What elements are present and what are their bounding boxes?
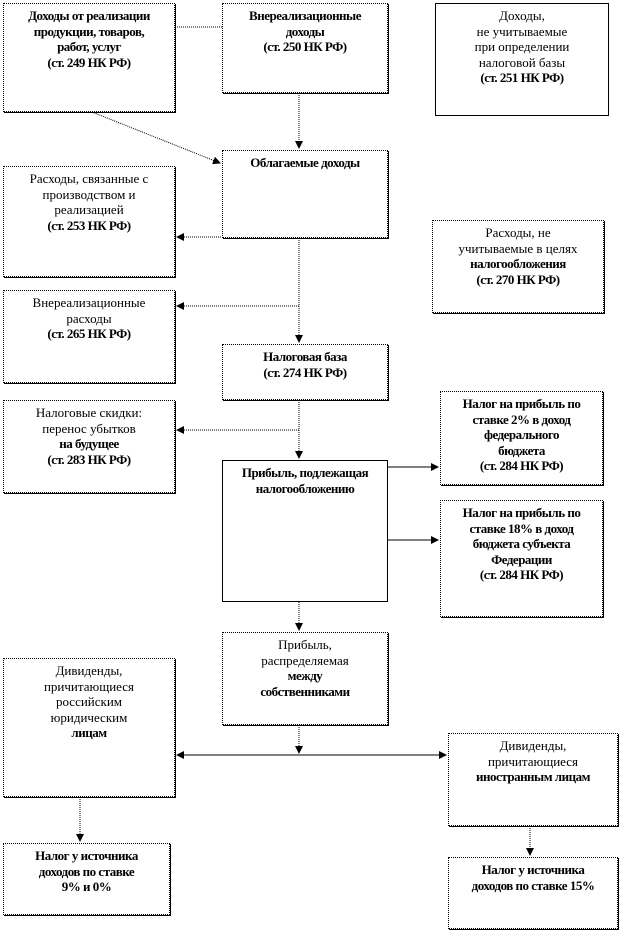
box-tax-18-percent: Налог на прибыль по ставке 18% в доход б… [440, 500, 603, 617]
box-nonsales-expenses: Внереализационные расходы (ст. 265 НК РФ… [3, 290, 175, 383]
box-distributed-profit: Прибыль, распределяемая между собственни… [222, 632, 388, 725]
text-line: Облагаемые доходы [250, 155, 360, 170]
box-tax-base: Налоговая база (ст. 274 НК РФ) [222, 344, 388, 400]
text-line: (ст. 249 НК РФ) [47, 54, 131, 70]
text-line: Налоговые скидки: [35, 405, 143, 420]
text-line: Дивиденды, [499, 738, 567, 753]
text-line: (ст. 251 НК РФ) [480, 70, 564, 85]
text-line: доходов по ставке 15% [471, 877, 595, 893]
text-line: собственниками [260, 683, 350, 699]
box-dividends-foreign: Дивиденды, причитающиеся иностранным лиц… [448, 733, 618, 826]
box-nonsales-income: Внереализационные доходы (ст. 250 НК РФ) [222, 3, 388, 93]
text-line: Налог на прибыль по [462, 505, 581, 520]
text-line: (ст. 284 НК РФ) [479, 458, 564, 473]
box-taxable-profit: Прибыль, подлежащая налогообложению [222, 460, 388, 602]
text-line: Федерации [491, 551, 552, 567]
text-line: налогообложения [470, 256, 566, 271]
text-line: причитающиеся [43, 678, 135, 694]
text-line: лицам [71, 725, 107, 740]
text-line: (ст. 283 НК РФ) [47, 451, 131, 467]
text-line: доходов по ставке [38, 863, 135, 879]
text-line: Доходы, [499, 8, 545, 23]
text-line: (ст. 270 НК РФ) [476, 271, 560, 287]
text-line: российским [55, 694, 123, 709]
box-dividends-russian: Дивиденды, причитающиеся российским юрид… [3, 658, 175, 797]
box-income-sales: Доходы от реализации продукции, товаров,… [3, 3, 175, 112]
text-line: юридическим [50, 709, 128, 725]
text-line: Внереализационные [32, 295, 146, 310]
box-tax-source-15: Налог у источника доходов по ставке 15% [448, 857, 618, 929]
box-tax-2-percent: Налог на прибыль по ставке 2% в доход фе… [440, 391, 603, 485]
text-line: бюджета субъекта [472, 536, 571, 551]
text-line: между [287, 668, 323, 683]
text-line: на будущее [59, 436, 119, 451]
text-line: (ст. 265 НК РФ) [47, 326, 131, 341]
text-line: Налог у источника [481, 862, 585, 877]
text-line: федерального [483, 427, 560, 442]
text-line: при определении [474, 39, 570, 54]
text-line: расходы [66, 310, 112, 326]
text-line: Расходы, не [485, 225, 551, 240]
text-line: налогообложению [255, 480, 355, 496]
text-line: (ст. 250 НК РФ) [263, 39, 347, 54]
box-excluded-income: Доходы, не учитываемые при определении н… [435, 3, 609, 116]
text-line: ставке 18% в доход [469, 520, 574, 536]
text-line: (ст. 253 НК РФ) [47, 217, 131, 233]
text-line: Прибыль, [278, 637, 332, 652]
text-line: доходы [285, 23, 325, 39]
text-line: распределяемая [261, 652, 349, 668]
box-excluded-expenses: Расходы, не учитываемые в целях налогооб… [432, 220, 604, 313]
text-line: Дивиденды, [55, 663, 123, 678]
box-taxable-income: Облагаемые доходы [222, 150, 388, 238]
box-tax-deductions: Налоговые скидки: перенос убытков на буд… [3, 400, 175, 493]
box-production-expenses: Расходы, связанные с производством и реа… [3, 166, 175, 277]
text-line: Расходы, связанные с [29, 171, 149, 186]
text-line: Налоговая база [263, 349, 347, 364]
text-line: причитающиеся [487, 753, 579, 769]
text-line: не учитываемые [476, 23, 568, 39]
text-line: перенос убытков [42, 420, 136, 436]
box-tax-source-9: Налог у источника доходов по ставке 9% и… [3, 843, 170, 915]
text-line: Доходы от реализации [28, 8, 150, 23]
text-line: Налог у источника [35, 848, 138, 863]
text-line: 9% и 0% [61, 879, 112, 894]
text-line: продукции, товаров, [33, 23, 145, 39]
text-line: производством и [42, 186, 136, 202]
text-line: учитываемые в целях [458, 240, 578, 256]
text-line: работ, услуг [57, 39, 121, 54]
text-line: иностранным лицам [476, 769, 590, 784]
text-line: Налог на прибыль по [462, 396, 581, 411]
text-line: Прибыль, подлежащая [241, 465, 369, 480]
arrow-sales-to-taxable [91, 111, 221, 165]
text-line: (ст. 284 НК РФ) [479, 567, 564, 582]
text-line: налоговой базы [478, 54, 566, 70]
text-line: реализацией [54, 202, 124, 217]
text-line: Внереализационные [249, 8, 361, 23]
text-line: бюджета [498, 442, 545, 458]
text-line: (ст. 274 НК РФ) [263, 364, 347, 380]
text-line: ставке 2% в доход [472, 411, 571, 427]
